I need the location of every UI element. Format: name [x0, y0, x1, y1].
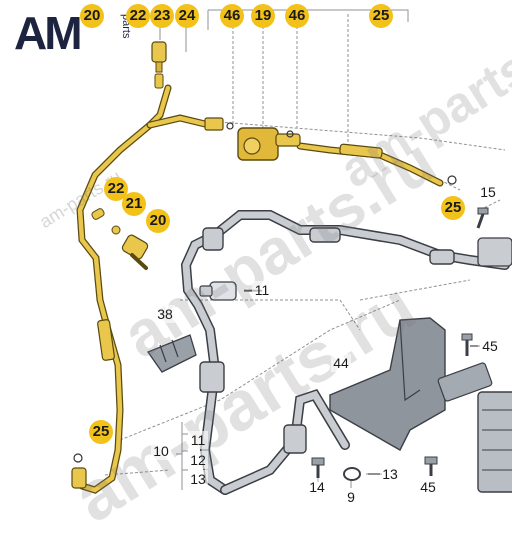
callout-c21: 21 — [122, 192, 146, 216]
callout-c25a: 25 — [369, 4, 393, 28]
label-l11a: 11 — [252, 281, 272, 299]
bolt-45-lower — [424, 456, 438, 476]
connector-25-bottom — [71, 453, 87, 489]
bolt-45-upper — [461, 333, 473, 356]
bolts — [311, 207, 489, 481]
callout-c46a: 46 — [220, 4, 244, 28]
label-l11b: 11 — [188, 431, 208, 449]
support-bracket-44 — [329, 317, 493, 451]
washer-13 — [343, 467, 361, 481]
label-l44: 44 — [331, 354, 351, 372]
label-l12: 12 — [188, 451, 208, 469]
label-l9: 9 — [341, 488, 361, 506]
bolt-15 — [476, 207, 489, 229]
callout-c24: 24 — [175, 4, 199, 28]
pressure-fitting-23 — [151, 41, 167, 89]
label-l14: 14 — [307, 478, 327, 496]
pressure-sensor-11 — [199, 281, 237, 301]
leader-lines — [104, 9, 506, 490]
label-l45a: 45 — [480, 337, 500, 355]
receiver-dryer — [477, 391, 512, 493]
label-l10: 10 — [151, 442, 171, 460]
label-l45b: 45 — [418, 478, 438, 496]
hose-connector-right — [477, 237, 512, 267]
logo-mark: AM — [14, 7, 83, 59]
callout-c46b: 46 — [285, 4, 309, 28]
label-l13b: 13 — [380, 465, 400, 483]
valve-parts-20-22 — [91, 208, 149, 270]
label-l38: 38 — [155, 305, 175, 323]
connector-25-right — [447, 175, 457, 185]
clip-bracket-38 — [146, 334, 197, 373]
yellow-refrigerant-line — [76, 84, 444, 494]
bolt-14 — [311, 457, 325, 478]
callout-c20b: 20 — [146, 209, 170, 233]
brand-logo: AM parts — [14, 8, 134, 58]
label-l15: 15 — [478, 183, 498, 201]
callout-c23: 23 — [150, 4, 174, 28]
expansion-valve-19 — [204, 117, 301, 161]
callout-c25c: 25 — [89, 420, 113, 444]
callout-c20: 20 — [80, 4, 104, 28]
callout-c19: 19 — [251, 4, 275, 28]
callout-c25b: 25 — [441, 196, 465, 220]
parts-diagram: am-parts.ru am-parts.ru am-parts.ru am-p… — [14, 4, 512, 537]
callout-c22a: 22 — [126, 4, 150, 28]
label-l13a: 13 — [188, 470, 208, 488]
